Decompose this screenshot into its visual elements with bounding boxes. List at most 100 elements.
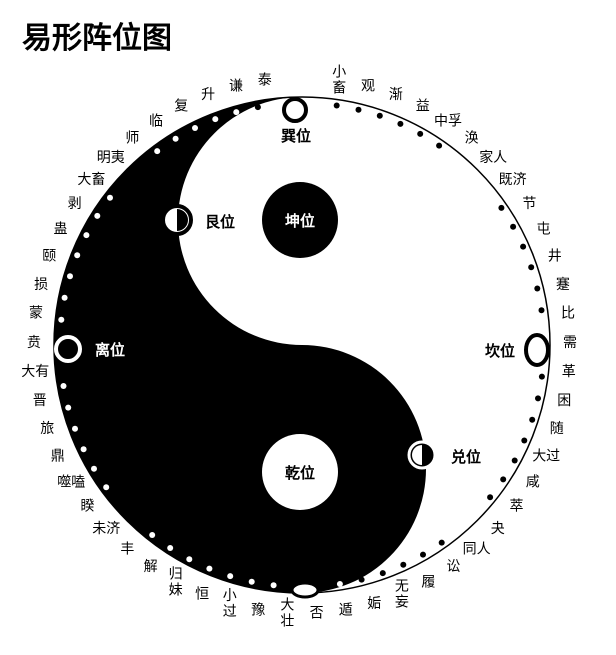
hexagram-label: 既济 bbox=[499, 172, 527, 188]
ring-dot bbox=[538, 373, 545, 380]
hexagram-label: 咸 bbox=[526, 474, 540, 490]
hexagram-label: 家人 bbox=[479, 149, 507, 166]
gen-marker-half bbox=[177, 209, 188, 231]
ring-dot bbox=[233, 109, 240, 116]
hexagram-label: 姤 bbox=[367, 596, 381, 612]
hexagram-label: 同人 bbox=[463, 541, 491, 557]
ring-dot bbox=[438, 539, 445, 546]
ring-dot bbox=[500, 476, 507, 483]
li-label: 离位 bbox=[95, 341, 125, 359]
hexagram-label: 损 bbox=[34, 277, 48, 293]
hexagram-label: 噬嗑 bbox=[57, 474, 85, 490]
dui-label: 兑位 bbox=[451, 448, 481, 466]
ring-dot bbox=[172, 135, 179, 142]
hexagram-label: 复 bbox=[174, 98, 188, 115]
hexagram-label: 明夷 bbox=[97, 150, 125, 166]
hexagram-label: 旅 bbox=[40, 421, 54, 437]
ring-dot bbox=[212, 116, 219, 123]
qian-eye bbox=[262, 434, 338, 510]
hexagram-label: 蛊 bbox=[54, 222, 68, 238]
hexagram-label: 豫 bbox=[251, 602, 265, 618]
li-marker bbox=[54, 335, 82, 363]
hexagram-label: 需 bbox=[563, 335, 577, 351]
hexagram-label: 晋 bbox=[33, 393, 47, 409]
hexagram-label: 谦 bbox=[229, 78, 243, 94]
kun-label: 坤位 bbox=[285, 212, 315, 230]
hexagram-label: 大壮 bbox=[280, 598, 294, 630]
ring-dot bbox=[94, 212, 101, 219]
ring-dot bbox=[83, 232, 90, 239]
ring-dot bbox=[74, 252, 81, 259]
ring-dot bbox=[67, 273, 73, 280]
hexagram-label: 剥 bbox=[68, 196, 82, 212]
ring-dot bbox=[535, 395, 541, 402]
ring-dot bbox=[534, 285, 541, 292]
hexagram-label: 大过 bbox=[532, 448, 560, 464]
hexagram-label: 观 bbox=[361, 78, 375, 94]
ring-dot bbox=[510, 223, 517, 230]
ring-dot bbox=[60, 383, 67, 389]
hexagram-label: 讼 bbox=[446, 559, 460, 575]
ring-dot bbox=[167, 545, 174, 551]
hexagram-label: 睽 bbox=[81, 499, 95, 515]
hexagram-label: 蹇 bbox=[556, 277, 570, 293]
hexagram-label: 未济 bbox=[92, 521, 120, 537]
kun-eye bbox=[262, 182, 338, 258]
hexagram-label: 丰 bbox=[120, 541, 134, 557]
hexagram-label: 解 bbox=[144, 559, 158, 575]
ring-dot bbox=[420, 551, 426, 558]
ring-dot bbox=[107, 194, 113, 201]
hexagram-label: 大畜 bbox=[77, 172, 105, 188]
hexagram-label: 颐 bbox=[42, 249, 56, 265]
ring-dot bbox=[61, 294, 68, 301]
hexagram-label: 泰 bbox=[258, 73, 272, 89]
hexagram-label: 恒 bbox=[195, 587, 209, 603]
ring-dot bbox=[379, 570, 386, 577]
hexagram-label: 遁 bbox=[339, 602, 353, 618]
ring-dot bbox=[336, 581, 343, 587]
hexagram-label: 升 bbox=[201, 87, 215, 103]
hexagram-label: 临 bbox=[149, 113, 163, 129]
ring-dot bbox=[186, 556, 193, 563]
hexagram-label: 履 bbox=[421, 574, 435, 590]
hexagram-label: 否 bbox=[310, 606, 324, 622]
hexagram-label: 小畜 bbox=[332, 65, 346, 97]
ring-dot bbox=[333, 102, 340, 109]
ring-dot bbox=[498, 204, 505, 211]
ring-dot bbox=[58, 316, 65, 323]
gen-label: 艮位 bbox=[205, 213, 235, 231]
ring-dot bbox=[270, 582, 277, 589]
hexagram-label: 涣 bbox=[465, 130, 479, 147]
ring-dot bbox=[254, 104, 261, 111]
zhen-label: 震位 bbox=[318, 560, 348, 578]
ring-dot bbox=[397, 120, 404, 127]
kan-marker bbox=[524, 333, 550, 367]
hexagram-label: 鼎 bbox=[51, 448, 65, 464]
hexagram-label: 益 bbox=[416, 99, 430, 115]
ring-dot bbox=[91, 465, 97, 472]
ring-dot bbox=[511, 457, 518, 464]
ring-dot bbox=[528, 264, 535, 271]
zhen-marker bbox=[290, 581, 320, 599]
ring-dot bbox=[358, 576, 365, 583]
ring-dot bbox=[417, 130, 424, 137]
hexagram-labels: 小畜观渐益中孚涣家人既济节屯井蹇比需革困随大过咸萃夬同人讼履无妄姤遁否大壮豫小过… bbox=[21, 65, 577, 630]
ring-dot bbox=[206, 565, 213, 572]
ring-dot bbox=[227, 573, 234, 580]
ring-dot bbox=[355, 106, 362, 113]
hexagram-label: 革 bbox=[562, 364, 576, 380]
hexagram-label: 夬 bbox=[491, 521, 505, 537]
hexagram-label: 困 bbox=[557, 393, 571, 409]
hexagram-label: 中孚 bbox=[434, 113, 462, 129]
ring-dot bbox=[80, 446, 87, 453]
hexagram-label: 贲 bbox=[27, 335, 41, 351]
ring-dot bbox=[376, 112, 383, 119]
qian-label: 乾位 bbox=[285, 464, 315, 482]
hexagram-label: 随 bbox=[550, 421, 564, 437]
ring-dot bbox=[248, 578, 255, 585]
diagram-title: 易形阵位图 bbox=[22, 21, 172, 56]
hexagram-label: 渐 bbox=[389, 87, 403, 103]
hexagram-label: 归妹 bbox=[169, 565, 183, 598]
ring-dot bbox=[72, 425, 78, 432]
